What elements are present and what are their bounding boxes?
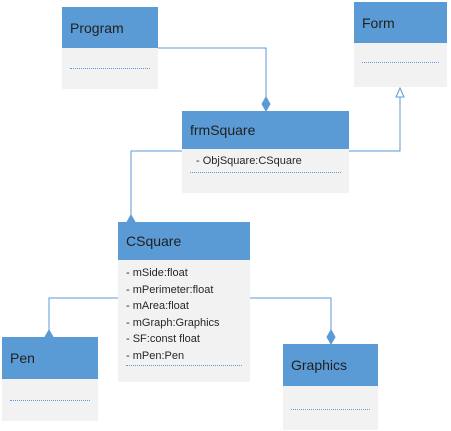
class-pen: Pen bbox=[2, 337, 98, 421]
class-csquare-header: CSquare bbox=[118, 222, 250, 260]
csquare-graphics-link bbox=[250, 297, 332, 337]
class-form: Form bbox=[354, 2, 447, 87]
class-pen-header: Pen bbox=[2, 337, 98, 379]
class-graphics: Graphics bbox=[283, 344, 378, 430]
attribute-item: - SF:const float bbox=[126, 333, 200, 345]
attribute-separator bbox=[70, 68, 150, 69]
class-program: Program bbox=[62, 7, 158, 89]
attribute-item: - mArea:float bbox=[126, 300, 189, 312]
class-form-header: Form bbox=[354, 2, 447, 43]
aggregation-diamond-icon bbox=[326, 328, 336, 346]
class-frmsquare: frmSquare - ObjSquare:CSquare bbox=[182, 111, 349, 193]
attribute-separator bbox=[10, 400, 90, 401]
class-frmsquare-body: - ObjSquare:CSquare bbox=[182, 149, 349, 193]
class-graphics-header: Graphics bbox=[283, 344, 378, 386]
attribute-separator bbox=[362, 62, 439, 63]
program-frmsquare-link bbox=[158, 47, 267, 104]
attribute-separator bbox=[190, 172, 341, 173]
class-frmsquare-header: frmSquare bbox=[182, 111, 349, 149]
class-csquare: CSquare - mSide:float - mPerimeter:float… bbox=[118, 222, 250, 382]
attribute-separator bbox=[126, 365, 242, 366]
class-name: frmSquare bbox=[190, 122, 256, 138]
attribute-list: - mSide:float - mPerimeter:float - mArea… bbox=[126, 265, 250, 364]
class-graphics-body bbox=[283, 386, 378, 430]
attribute-item: - mGraph:Graphics bbox=[126, 316, 220, 329]
aggregation-diamond-icon bbox=[261, 95, 271, 113]
csquare-pen-link bbox=[48, 297, 118, 337]
attribute-separator bbox=[291, 409, 370, 410]
generalization-arrow-icon bbox=[395, 86, 405, 98]
class-form-body bbox=[354, 43, 447, 87]
class-csquare-body: - mSide:float - mPerimeter:float - mArea… bbox=[118, 260, 250, 382]
attribute-item: - mSide:float bbox=[126, 267, 188, 279]
attribute-item: - ObjSquare:CSquare bbox=[196, 155, 302, 167]
class-name: Pen bbox=[10, 350, 35, 366]
class-name: Program bbox=[70, 19, 124, 36]
frmsquare-form-link bbox=[349, 97, 401, 152]
class-program-body bbox=[62, 48, 158, 89]
class-program-header: Program bbox=[62, 7, 158, 48]
class-pen-body bbox=[2, 379, 98, 421]
class-name: Form bbox=[362, 14, 395, 31]
attribute-item: - mPen:Pen bbox=[126, 349, 185, 362]
frmsquare-csquare-link bbox=[130, 150, 182, 222]
class-name: CSquare bbox=[126, 233, 182, 249]
class-name: Graphics bbox=[291, 357, 348, 373]
attribute-item: - mPerimeter:float bbox=[126, 283, 214, 296]
attribute-list: - ObjSquare:CSquare bbox=[196, 153, 349, 170]
